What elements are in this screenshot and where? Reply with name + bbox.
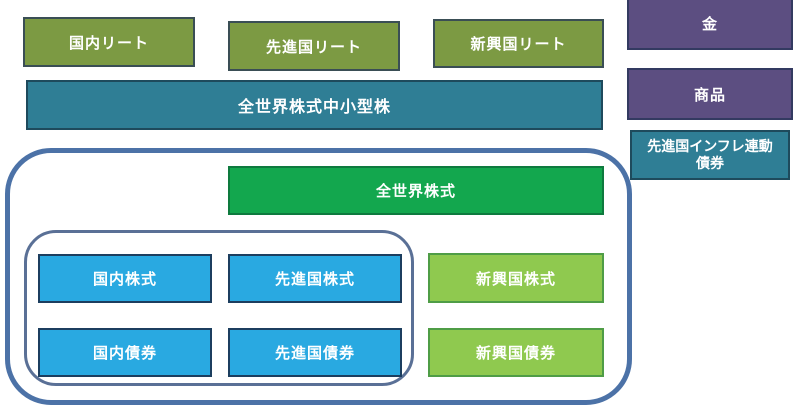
label-line1: 先進国インフレ連動 <box>647 137 773 154</box>
box-global-equity-small-mid-cap: 全世界株式中小型株 <box>26 80 603 130</box>
box-developed-reit: 先進国リート <box>228 21 400 71</box>
box-emerging-bonds: 新興国債券 <box>428 328 604 377</box>
box-domestic-equity: 国内株式 <box>38 254 212 303</box>
box-gold: 金 <box>627 0 793 50</box>
box-domestic-bonds: 国内債券 <box>38 328 212 377</box>
box-emerging-equity: 新興国株式 <box>428 253 604 303</box>
outer-group-frame <box>5 148 632 405</box>
box-emerging-reit: 新興国リート <box>433 19 604 68</box>
box-developed-inflation-linked-bonds: 先進国インフレ連動 債券 <box>630 130 790 180</box>
label-line2: 債券 <box>696 155 724 171</box>
box-global-equity: 全世界株式 <box>228 166 604 215</box>
box-commodities: 商品 <box>627 68 793 120</box>
inner-group-frame <box>24 230 414 386</box>
label-developed-inflation-linked-bonds: 先進国インフレ連動 債券 <box>647 138 773 173</box>
box-developed-bonds: 先進国債券 <box>228 328 402 377</box>
box-developed-equity: 先進国株式 <box>228 254 402 303</box>
box-domestic-reit: 国内リート <box>23 17 195 67</box>
